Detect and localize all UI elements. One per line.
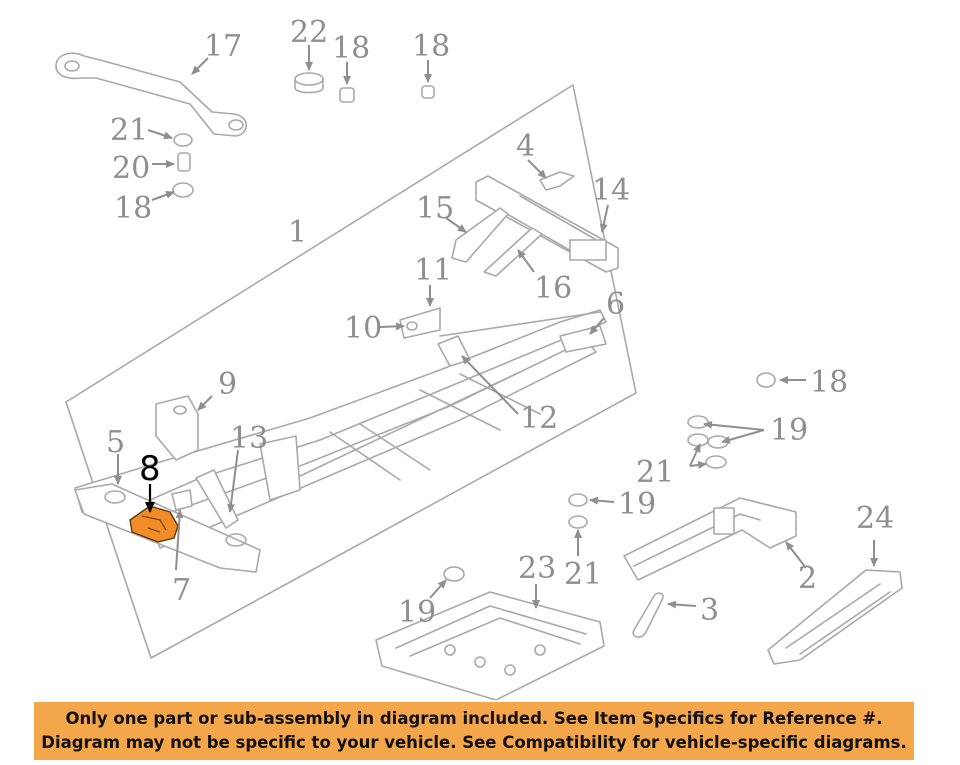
clip-3-part [632,592,664,638]
callout-18-top-right: 18 [412,29,450,64]
callout-1: 1 [288,215,307,250]
callout-19-center: 19 [618,487,656,522]
callout-21-right: 21 [636,455,674,490]
stabilizer-bar-part [55,52,248,137]
callout-23: 23 [518,551,556,586]
callout-8-highlighted: 8 [139,449,161,489]
sleeve-20-part [177,152,191,172]
callout-16: 16 [534,271,572,306]
rail-extension-2-part [623,497,797,581]
bracket-12-part [437,335,471,367]
callout-13: 13 [230,421,268,456]
crossmember-16-part [483,227,543,277]
crossmember-15-part [451,207,509,263]
callout-18-top: 18 [332,31,370,66]
nut-18-top-right-part [421,85,435,99]
hose-4-part [539,171,575,191]
callout-24: 24 [856,501,894,536]
hardware-right-parts [443,372,776,582]
callout-labels: 17 22 18 18 21 20 18 4 14 15 1 16 11 6 1… [106,15,894,630]
callout-19-bottom: 19 [398,595,436,630]
callout-21-left: 21 [110,113,148,148]
callout-20: 20 [112,151,150,186]
mount-9-part [155,395,199,461]
callout-14: 14 [592,173,630,208]
callout-12: 12 [520,401,558,436]
callout-7: 7 [172,573,191,608]
disclaimer-line-1: Only one part or sub-assembly in diagram… [65,709,883,728]
bushing-18-left-part [172,182,194,198]
frame-assembly-outline [65,84,637,659]
callout-4: 4 [516,129,535,164]
callout-10: 10 [344,311,382,346]
bracket-10-part [399,307,441,339]
bracket-13-part [195,435,301,529]
callout-18-right: 18 [810,365,848,400]
callout-11: 11 [414,253,452,288]
callout-19-right: 19 [770,413,808,448]
callout-6: 6 [606,287,625,322]
callout-21-center: 21 [564,557,602,592]
disclaimer-banner: Only one part or sub-assembly in diagram… [34,702,914,760]
skid-plate-23-part [375,591,605,700]
callout-5: 5 [106,425,125,460]
callout-3: 3 [700,593,719,628]
parts-diagram: 17 22 18 18 21 20 18 4 14 15 1 16 11 6 1… [55,15,903,700]
callout-18-left: 18 [114,191,152,226]
leader-lines [114,45,878,609]
callout-2: 2 [798,561,817,596]
callout-22: 22 [290,15,328,50]
bracket-7-part [171,489,193,511]
skid-rail-24-part [767,569,903,665]
callout-17: 17 [204,29,242,64]
bushing-22-part [294,72,324,94]
nut-18-top-part [339,87,355,103]
callout-9: 9 [218,367,237,402]
disclaimer-line-2: Diagram may not be specific to your vehi… [41,733,907,752]
bushing-21-left-part [173,133,193,147]
callout-15: 15 [416,191,454,226]
